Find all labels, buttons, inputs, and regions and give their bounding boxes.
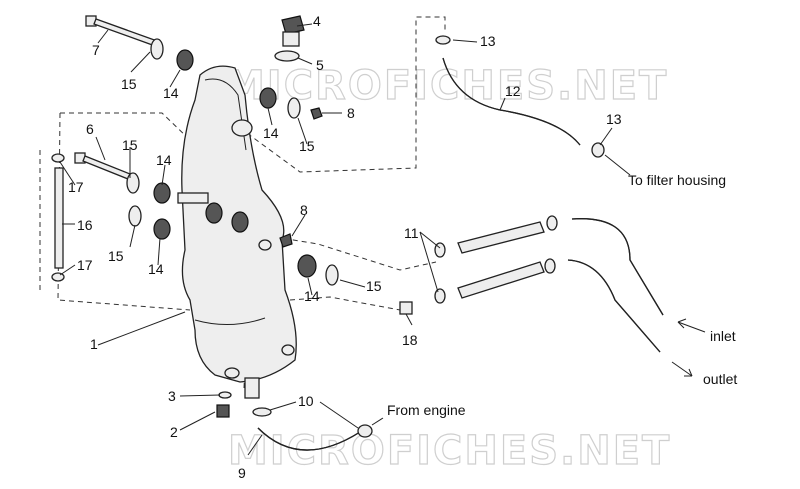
label-part-14-c: 14 xyxy=(156,152,172,168)
level-tube xyxy=(51,153,65,282)
bolt-6 xyxy=(74,152,131,180)
label-part-8-lower: 8 xyxy=(300,202,308,218)
label-part-15-e: 15 xyxy=(366,278,382,294)
label-part-18: 18 xyxy=(402,332,418,348)
label-part-8-upper: 8 xyxy=(347,105,355,121)
label-part-5: 5 xyxy=(316,57,324,73)
label-part-13-upper: 13 xyxy=(480,33,496,49)
label-part-2: 2 xyxy=(170,424,178,440)
return-hose xyxy=(252,407,373,451)
caption-from-engine: From engine xyxy=(387,402,466,418)
label-part-6: 6 xyxy=(86,121,94,137)
label-part-14-b: 14 xyxy=(263,125,279,141)
label-part-9: 9 xyxy=(238,465,246,481)
caption-outlet: outlet xyxy=(703,371,737,387)
label-part-17-lower: 17 xyxy=(77,257,93,273)
label-part-14-a: 14 xyxy=(163,85,179,101)
label-part-13-lower: 13 xyxy=(606,111,622,127)
label-part-11: 11 xyxy=(404,225,419,241)
leader-lines xyxy=(59,23,631,456)
inlet-outlet-hoses xyxy=(399,215,664,353)
flow-arrows xyxy=(671,318,706,377)
label-part-17-upper: 17 xyxy=(68,179,84,195)
dashed-assembly-lines xyxy=(39,16,446,389)
label-part-4: 4 xyxy=(313,13,321,29)
label-part-7: 7 xyxy=(92,42,100,58)
caption-filter-housing: To filter housing xyxy=(628,172,726,188)
label-part-14-d: 14 xyxy=(148,261,164,277)
label-part-1: 1 xyxy=(90,336,98,352)
label-part-16: 16 xyxy=(77,217,93,233)
label-part-3: 3 xyxy=(168,388,176,404)
drain-plug xyxy=(216,391,232,418)
watermark-bottom: MICROFICHES.NET xyxy=(228,428,671,474)
caption-inlet: inlet xyxy=(710,328,736,344)
label-part-15-d: 15 xyxy=(108,248,124,264)
label-part-15-b: 15 xyxy=(299,138,315,154)
label-part-15-c: 15 xyxy=(122,137,138,153)
label-part-10: 10 xyxy=(298,393,314,409)
label-part-12: 12 xyxy=(505,83,521,99)
filler-cap xyxy=(274,15,305,62)
label-part-15-a: 15 xyxy=(121,76,137,92)
label-part-14-e: 14 xyxy=(304,288,320,304)
